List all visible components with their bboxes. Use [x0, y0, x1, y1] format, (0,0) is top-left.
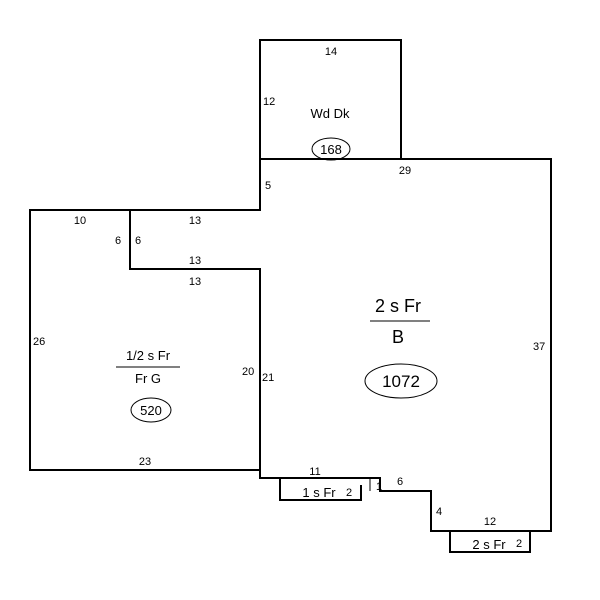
dim-6-bottom: 6 — [397, 476, 403, 488]
bay1-label: 1 s Fr — [302, 485, 336, 500]
deck-label: Wd Dk — [311, 106, 351, 121]
main-area-value: 1072 — [382, 372, 420, 391]
garage-label-bottom: Fr G — [135, 371, 161, 386]
bay1-outline — [279, 477, 362, 501]
deck-outline — [259, 39, 402, 160]
main-area-oval — [364, 363, 438, 399]
garage-divider — [129, 209, 261, 471]
dim-13-inner-top: 13 — [189, 255, 201, 267]
dim-20: 20 — [242, 366, 254, 378]
main-label-top: 2 s Fr — [375, 296, 421, 316]
main-label-bottom: B — [392, 327, 404, 347]
dim-6-right: 6 — [135, 235, 141, 247]
main-outline — [29, 158, 552, 532]
dim-29: 29 — [399, 165, 411, 177]
dim-21: 21 — [262, 372, 274, 384]
dim-12-bottom: 12 — [484, 516, 496, 528]
dim-13-inner-bottom: 13 — [189, 276, 201, 288]
dim-26: 26 — [33, 336, 45, 348]
dim-1: 1 — [376, 481, 382, 493]
dim-deck-left: 12 — [263, 96, 275, 108]
dim-5: 5 — [265, 180, 271, 192]
dim-13-top: 13 — [189, 215, 201, 227]
deck-area-oval — [311, 137, 351, 161]
dim-4: 4 — [436, 506, 442, 518]
dim-23: 23 — [139, 456, 151, 468]
dim-10: 10 — [74, 215, 86, 227]
dim-11: 11 — [309, 466, 320, 478]
garage-area-value: 520 — [140, 403, 162, 418]
dim-6-left: 6 — [115, 235, 121, 247]
garage-label-top: 1/2 s Fr — [126, 348, 171, 363]
garage-area-oval — [130, 397, 172, 423]
bay2-label: 2 s Fr — [472, 537, 506, 552]
dim-deck-top: 14 — [325, 46, 337, 58]
dim-bay2-right: 2 — [516, 538, 522, 550]
dim-bay1-right: 2 — [346, 487, 352, 499]
deck-area-value: 168 — [320, 142, 342, 157]
dim-37: 37 — [533, 341, 545, 353]
bay2-outline — [449, 530, 531, 553]
